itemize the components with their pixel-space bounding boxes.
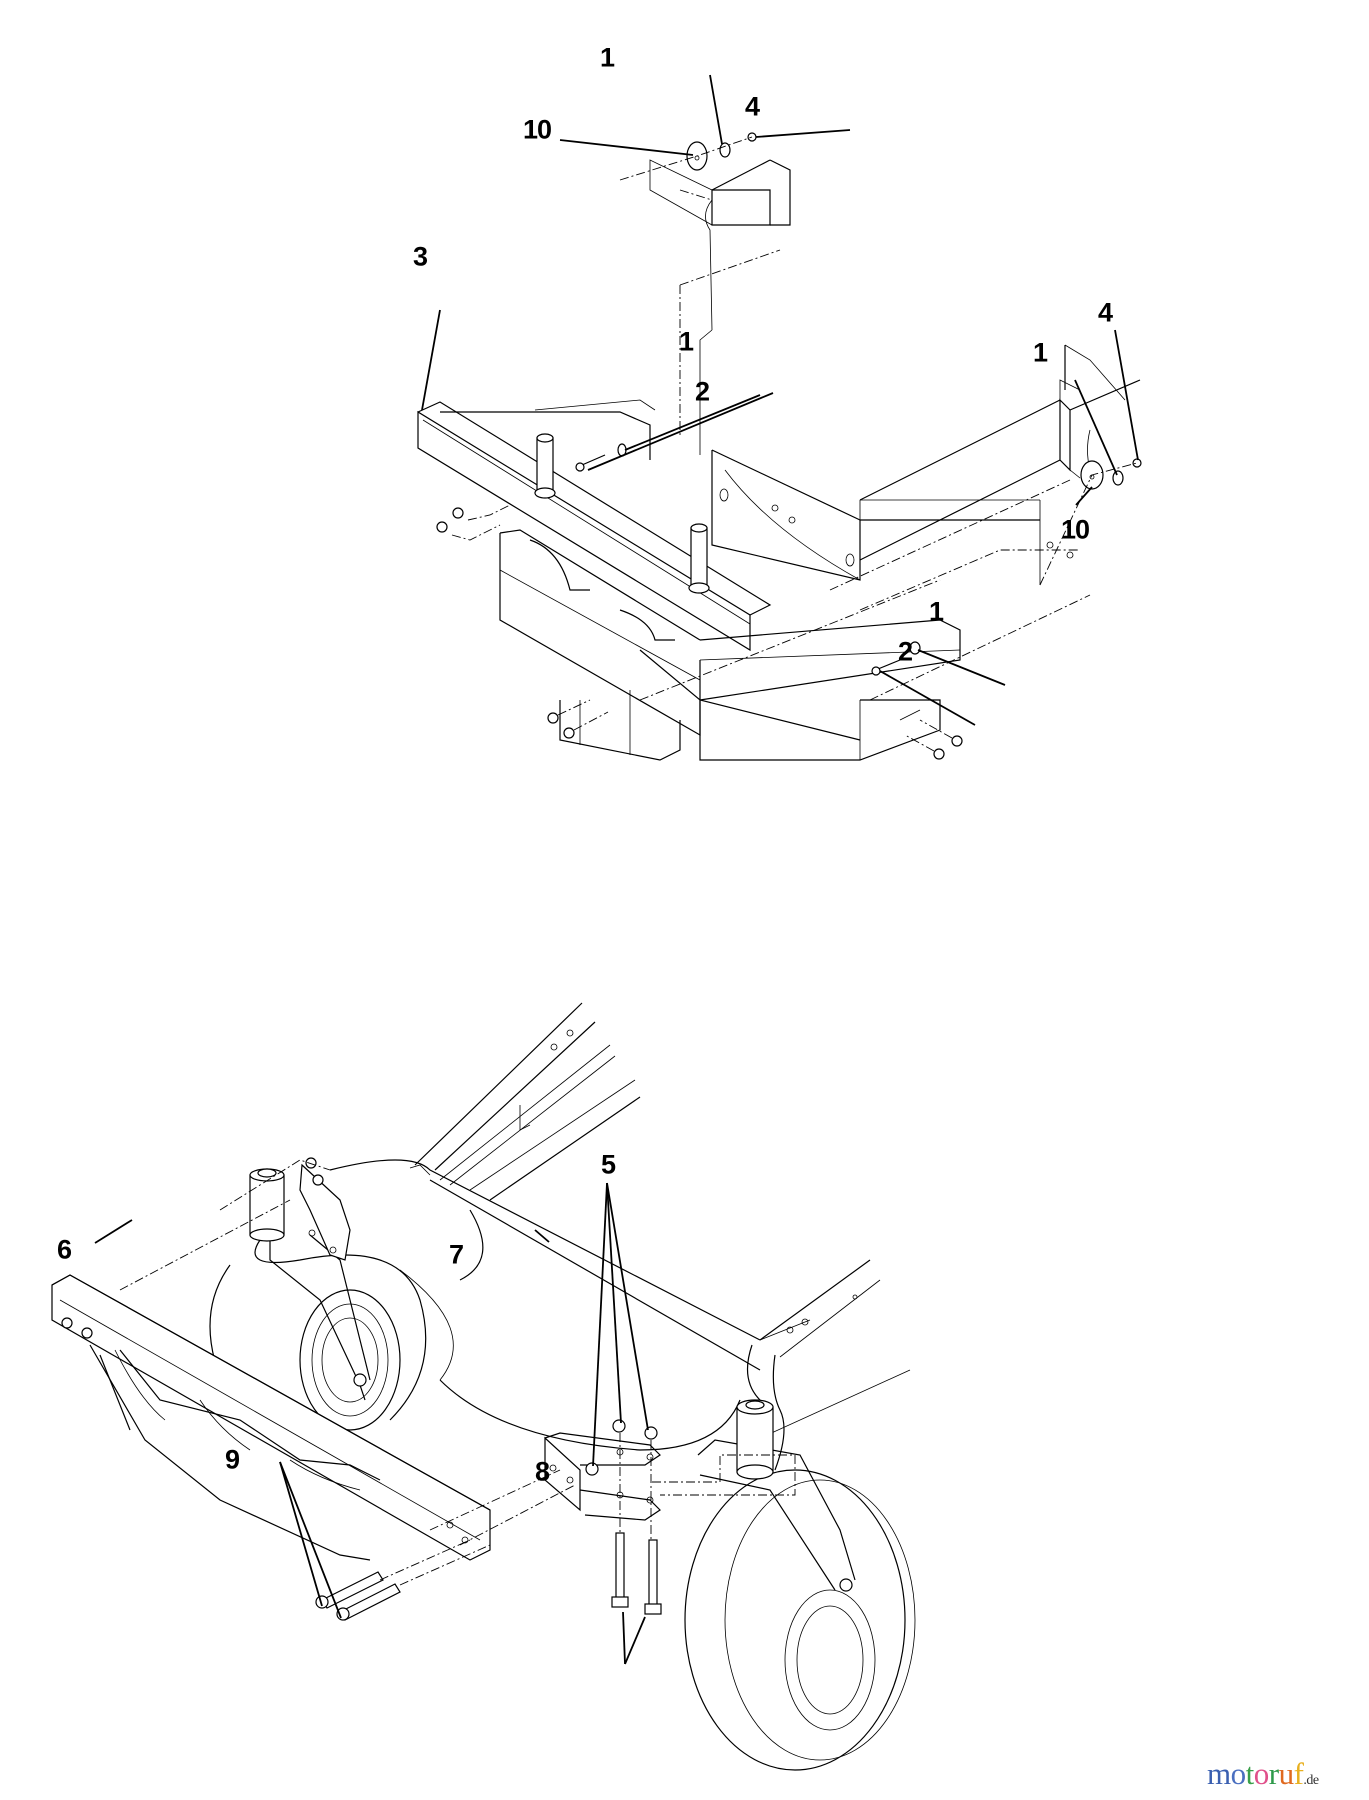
bottom-assembly bbox=[51, 1002, 916, 1771]
front-bar-item-3 bbox=[417, 399, 772, 652]
top-assembly bbox=[417, 74, 1142, 761]
callout-4: 4 bbox=[744, 91, 760, 122]
callout-10: 10 bbox=[1060, 514, 1090, 545]
watermark-letter: r bbox=[1268, 1756, 1279, 1791]
bumper-item-6 bbox=[51, 1274, 491, 1561]
watermark-letter: u bbox=[1278, 1756, 1295, 1791]
callout-7: 7 bbox=[448, 1239, 464, 1270]
watermark-letter: o bbox=[1253, 1756, 1270, 1791]
watermark-letter: o bbox=[1230, 1756, 1247, 1791]
watermark-suffix: .de bbox=[1303, 1773, 1319, 1788]
caster-mount-box bbox=[499, 529, 961, 761]
hardware-top bbox=[436, 132, 1142, 760]
watermark-letter: m bbox=[1207, 1756, 1231, 1791]
deck-frame bbox=[409, 1002, 641, 1201]
assembly-lines-bottom bbox=[119, 1159, 796, 1586]
watermark-logo: motoruf.de bbox=[1207, 1756, 1319, 1792]
callout-8: 8 bbox=[534, 1456, 550, 1487]
callout-4: 4 bbox=[1097, 297, 1113, 328]
right-caster bbox=[684, 1399, 916, 1771]
callout-2: 2 bbox=[694, 376, 710, 407]
callout-6: 6 bbox=[56, 1234, 72, 1265]
callout-5: 5 bbox=[600, 1149, 616, 1180]
callout-1: 1 bbox=[928, 596, 944, 627]
washer-item-1 bbox=[719, 142, 731, 158]
watermark-letter: t bbox=[1245, 1756, 1255, 1791]
leader-lines-top bbox=[421, 74, 1139, 726]
leader-lines-bottom bbox=[94, 1182, 649, 1665]
callout-9: 9 bbox=[224, 1444, 240, 1475]
frame-rail-upper bbox=[649, 159, 791, 455]
watermark-letter: f bbox=[1293, 1756, 1304, 1791]
callout-10: 10 bbox=[522, 114, 552, 145]
callout-1: 1 bbox=[678, 326, 694, 357]
callout-1: 1 bbox=[1032, 337, 1048, 368]
callout-2: 2 bbox=[897, 636, 913, 667]
mounting-plate bbox=[711, 449, 1074, 581]
left-caster bbox=[209, 1157, 427, 1446]
pivot-posts bbox=[529, 433, 710, 641]
callout-1: 1 bbox=[599, 42, 615, 73]
callout-3: 3 bbox=[412, 241, 428, 272]
assembly-lines-top bbox=[639, 189, 1091, 701]
